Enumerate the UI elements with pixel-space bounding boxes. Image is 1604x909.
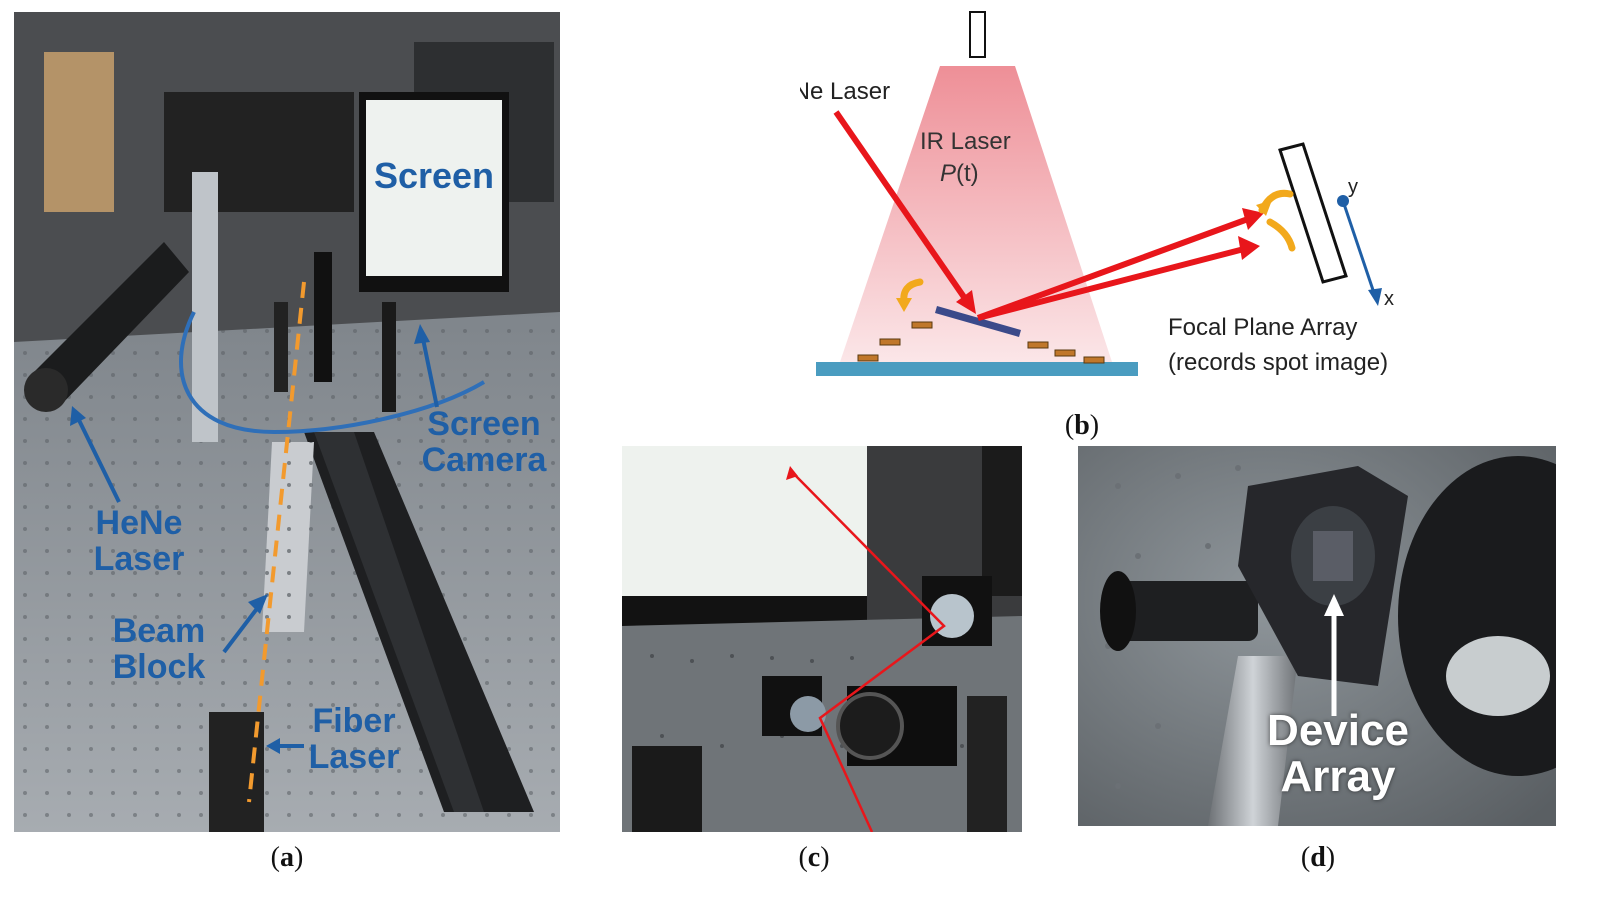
- x-axis-line: [1341, 200, 1376, 294]
- device-pointer-arrowhead: [1324, 594, 1344, 616]
- caption-d-letter: d: [1310, 842, 1326, 873]
- reflected-arrowhead-2: [1238, 236, 1260, 260]
- caption-a-letter: a: [280, 842, 294, 873]
- laser-beam-path: [791, 471, 946, 832]
- focal-plane-array: [1278, 142, 1348, 284]
- beam-block-label-line2: Block: [112, 647, 206, 686]
- substrate: [816, 362, 1138, 376]
- reflected-beam-2: [977, 246, 1245, 321]
- laser-beam-arrowhead: [786, 466, 798, 480]
- power-argument: (t): [956, 160, 979, 187]
- rotation-arrowhead-right: [1256, 200, 1272, 216]
- screen-camera-label-line2: Camera: [421, 440, 547, 479]
- panel-d-photo: Device Array: [1078, 446, 1556, 826]
- ir-laser-text: IR Laser: [920, 128, 1011, 155]
- panel-c-photo: [622, 446, 1022, 832]
- caption-b: (b): [1064, 410, 1100, 441]
- screen-camera-label: Screen Camera: [409, 405, 559, 479]
- device-array-photo: [1078, 446, 1556, 826]
- hene-laser-label: HeNe Laser: [79, 504, 199, 578]
- reflected-beam-1: [976, 216, 1250, 321]
- screen-camera-label-line1: Screen: [427, 405, 541, 443]
- x-axis-arrowhead: [1368, 288, 1382, 306]
- screen-label: Screen: [373, 155, 495, 196]
- fiber-laser-label-line1: Fiber: [312, 702, 396, 740]
- mirror-device: [935, 306, 1021, 337]
- caption-b-letter: b: [1074, 410, 1090, 441]
- power-text: P(t): [940, 160, 979, 188]
- pads: [857, 321, 1105, 364]
- hene-incident-arrowhead: [956, 290, 976, 314]
- fpa-label-line2: (records spot image): [1168, 349, 1389, 376]
- lab-bench-photo: [14, 12, 560, 832]
- optical-path-photo: [622, 446, 1022, 832]
- hene-laser-text: He-Ne Laser: [800, 78, 891, 105]
- axis-x-label: x: [1384, 288, 1394, 310]
- panel-b-diagram: He-Ne Laser IR Laser P(t) y x Focal Plan…: [800, 0, 1440, 400]
- beam-block-label: Beam Block: [99, 612, 219, 686]
- device-array-label-line2: Array: [1280, 752, 1396, 802]
- device-array-label: Device Array: [1238, 706, 1438, 802]
- caption-c-letter: c: [807, 842, 821, 873]
- caption-d: (d): [1300, 842, 1336, 873]
- axis-y-label: y: [1348, 176, 1358, 198]
- caption-c: (c): [798, 842, 830, 873]
- hene-laser-label-line1: HeNe: [95, 504, 183, 542]
- caption-a: (a): [270, 842, 304, 873]
- fpa-label-line1: Focal Plane Array: [1168, 314, 1358, 341]
- power-symbol: P: [940, 160, 957, 187]
- hene-laser-label-line2: Laser: [93, 539, 185, 578]
- rotation-arrow-right-lower: [1266, 218, 1296, 252]
- panel-a-photo: Screen Screen Camera HeNe Laser Beam Blo…: [14, 12, 560, 832]
- measurement-schematic: [816, 11, 1382, 376]
- hene-incident-beam: [833, 110, 969, 302]
- device-array-label-line1: Device: [1267, 706, 1409, 755]
- fiber-laser-label: Fiber Laser: [299, 702, 409, 776]
- reflected-arrowhead-1: [1242, 208, 1264, 230]
- fiber-laser-label-line2: Laser: [308, 737, 400, 776]
- beam-block-label-line1: Beam: [112, 612, 206, 650]
- laser-source-aperture: [969, 11, 986, 58]
- rotation-arrowhead-left: [896, 298, 912, 312]
